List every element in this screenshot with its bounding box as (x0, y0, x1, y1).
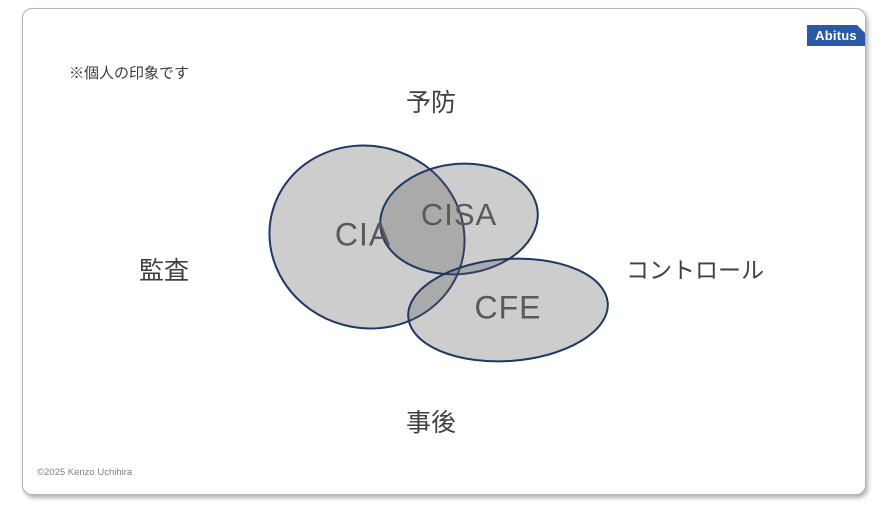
cia-label: CIA (334, 216, 392, 253)
axis-label-control: コントロール (626, 257, 764, 283)
cisa-ellipse (379, 162, 539, 276)
cisa-label: CISA (420, 197, 498, 232)
cia-ellipse (268, 144, 466, 330)
axis-label-after-the-fact: 事後 (405, 409, 457, 437)
personal-impression-note: ※個人の印象です (69, 65, 190, 82)
venn-diagram (268, 144, 609, 363)
axis-label-prevention: 予防 (405, 89, 457, 117)
abitus-logo: Abitus (807, 25, 865, 46)
axis-label-audit: 監査 (138, 257, 190, 285)
cfe-label: CFE (474, 289, 542, 326)
slide: ※個人の印象です Abitus 予防 監査 コントロール 事後 CIA CISA… (22, 8, 866, 495)
cfe-ellipse (407, 257, 609, 363)
copyright-text: ©2025 Kenzo Uchihira (37, 467, 133, 478)
